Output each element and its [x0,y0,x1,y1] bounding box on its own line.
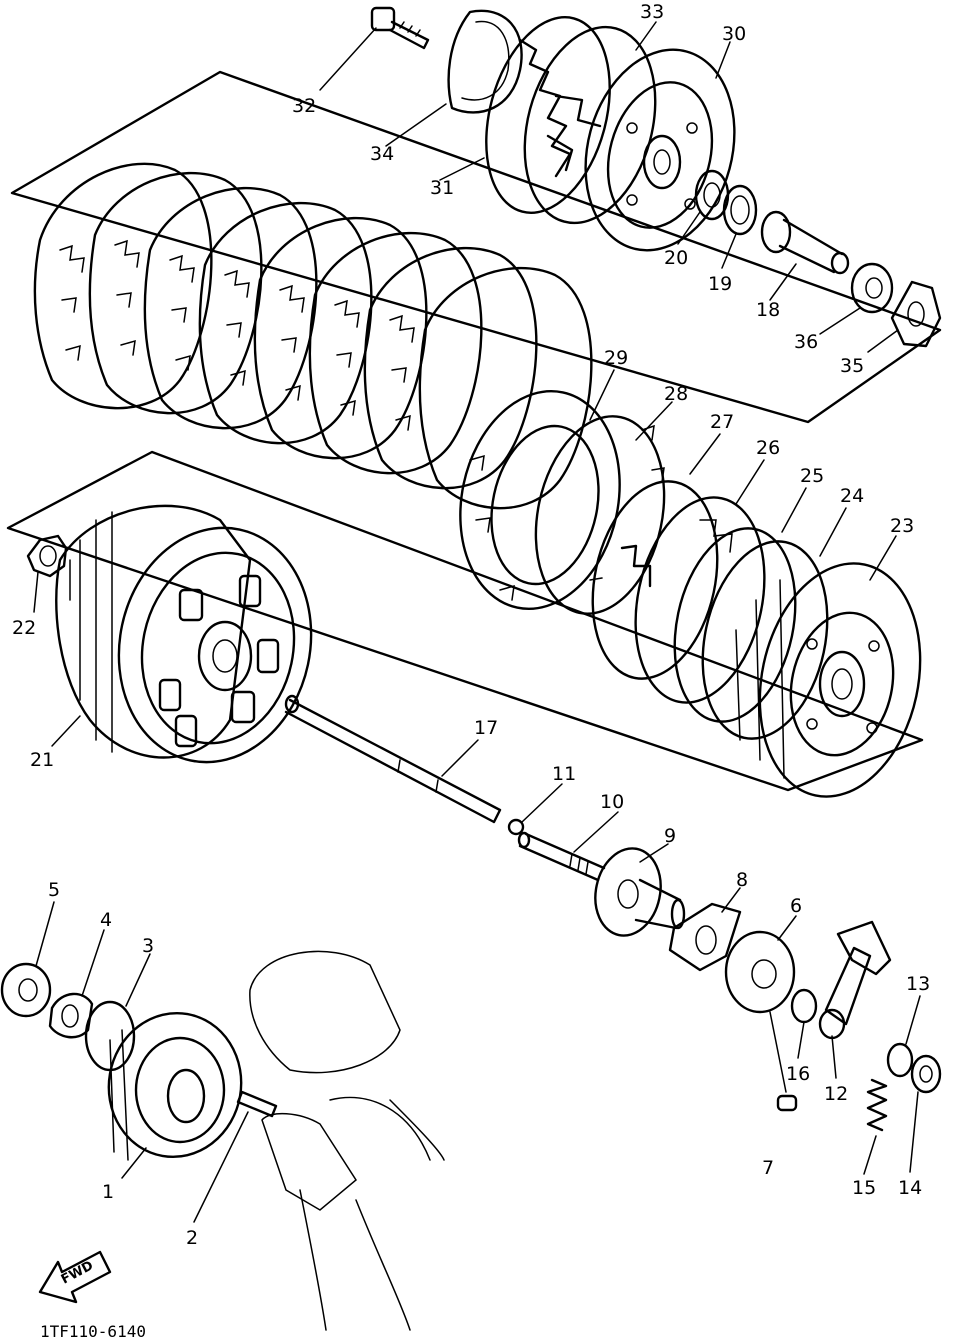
callout-28: 28 [664,383,688,405]
part-17-push-rod [284,694,502,824]
callout-22: 22 [12,617,36,639]
callout-30: 30 [722,23,746,45]
part-19-bearing [722,184,758,236]
part-30-pressure-plate [584,48,736,252]
callout-36: 36 [794,331,818,353]
callout-12: 12 [824,1083,848,1105]
callout-35: 35 [840,355,864,377]
callout-29: 29 [604,347,628,369]
part-12-push-lever [818,920,892,1040]
callout-17: 17 [474,717,498,739]
part-9-push-lever-shaft [594,847,686,937]
part-13-washer [886,1042,914,1078]
clutch-hub-group-frame [6,450,924,792]
part-15-spring [866,1078,888,1132]
part-36-nut [850,262,894,314]
callout-2: 2 [186,1227,198,1249]
callout-33: 33 [640,1,664,23]
part-28-friction-plate [534,415,666,615]
callout-31: 31 [430,177,454,199]
callout-18: 18 [756,299,780,321]
fwd-arrow-icon: FWD [38,1250,112,1304]
callout-8: 8 [736,869,748,891]
part-6-oil-seal [724,930,796,1014]
part-25-spring-plate [673,527,797,723]
part-31-plate [485,16,611,214]
part-32-bolt [370,6,430,50]
callout-23: 23 [890,515,914,537]
part-24-spring-seat [701,540,829,740]
callout-21: 21 [30,749,54,771]
part-14-nut [910,1054,942,1094]
part-26-plate [634,496,766,704]
callout-24: 24 [840,485,864,507]
part-23-clutch-boss [735,562,922,798]
callout-26: 26 [756,437,780,459]
callout-4: 4 [100,909,112,931]
callout-labels: 1 2 3 4 5 6 7 8 9 10 11 12 13 14 15 16 1… [12,1,930,1249]
part-7-pin [769,1011,798,1112]
callout-5: 5 [48,879,60,901]
part-8-gasket [668,902,742,972]
crankshaft-outline [249,950,445,1331]
part-10-push-rod [517,831,606,882]
part-18-push-rod [760,210,850,275]
callout-14: 14 [898,1177,922,1199]
callout-13: 13 [906,973,930,995]
callout-10: 10 [600,791,624,813]
callout-16: 16 [786,1063,810,1085]
callout-9: 9 [664,825,676,847]
part-16-washer [790,988,818,1024]
callout-25: 25 [800,465,824,487]
clutch-plates-group-frame [10,70,942,424]
callout-20: 20 [664,247,688,269]
callout-6: 6 [790,895,802,917]
friction-plate-stack [33,162,593,510]
callout-34: 34 [370,143,394,165]
callout-19: 19 [708,273,732,295]
callout-32: 32 [292,95,316,117]
drawing-code: 1TF110-6140 [40,1322,146,1340]
part-27-plate [591,480,719,680]
callout-11: 11 [552,763,576,785]
callout-27: 27 [710,411,734,433]
callout-15: 15 [852,1177,876,1199]
part-5-nut [0,962,52,1018]
part-2-key [236,1090,278,1118]
part-34-gasket [447,9,523,114]
part-35-lock-washer [890,280,942,348]
leader-lines [33,21,921,1223]
part-11-ball [507,818,525,836]
callout-7: 7 [762,1157,774,1179]
callout-1: 1 [102,1181,114,1203]
part-1-primary-drive-gear [107,1011,243,1161]
part-4-lock-washer [48,992,94,1039]
callout-3: 3 [142,935,154,957]
part-21-clutch-housing [55,504,313,764]
